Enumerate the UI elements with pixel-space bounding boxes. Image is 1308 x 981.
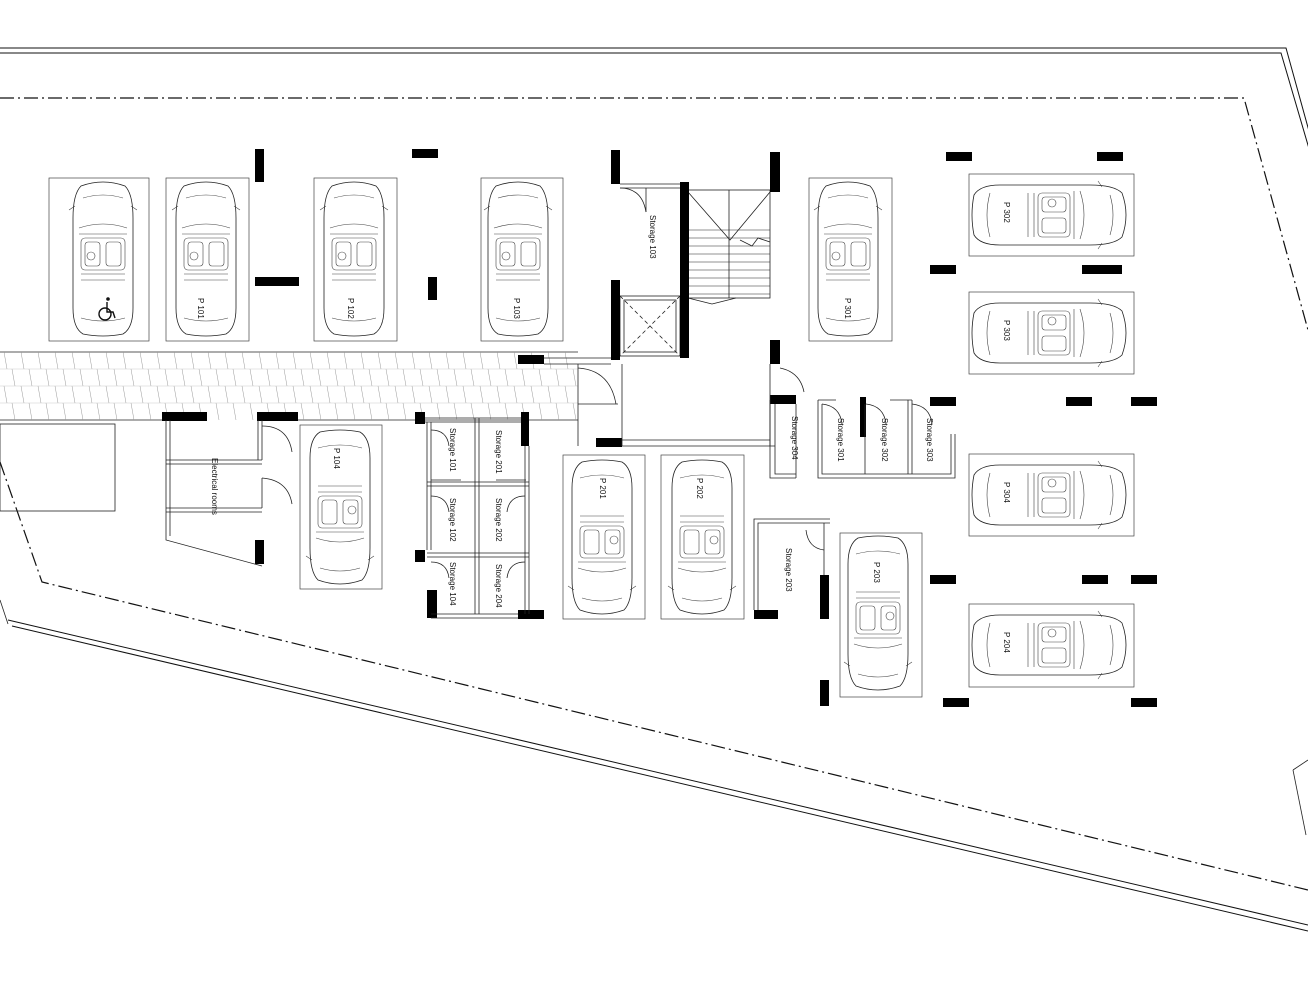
label-storage-203: Storage 203 — [784, 548, 793, 592]
label-p303: P 303 — [1002, 320, 1011, 341]
label-storage-202: Storage 202 — [494, 498, 503, 542]
label-storage-102: Storage 102 — [448, 498, 457, 542]
label-storage-104: Storage 104 — [448, 562, 457, 606]
label-storage-303: Storage 303 — [925, 418, 934, 462]
label-storage-301: Storage 301 — [836, 418, 845, 462]
label-p304: P 304 — [1002, 482, 1011, 503]
label-storage-201: Storage 201 — [494, 430, 503, 474]
label-p102: P 102 — [346, 298, 355, 319]
label-p104: P 104 — [332, 448, 341, 469]
label-storage-103: Storage 103 — [648, 215, 657, 259]
wheelchair-icon — [98, 297, 116, 321]
label-p202: P 202 — [695, 478, 704, 499]
space-labels: P 101 P 102 P 103 P 104 P 201 P 202 P 20… — [196, 202, 1011, 653]
walls — [162, 149, 1157, 707]
paved-driveway — [0, 351, 578, 512]
site-boundary — [0, 47, 1308, 932]
cars — [68, 180, 1127, 691]
label-storage-204: Storage 204 — [494, 564, 503, 608]
parking-bays — [48, 173, 1135, 698]
label-p301: P 301 — [843, 298, 852, 319]
label-storage-304: Storage 304 — [790, 416, 799, 460]
label-p201: P 201 — [598, 478, 607, 499]
stair-core — [687, 189, 771, 305]
label-storage-302: Storage 302 — [880, 418, 889, 462]
label-electrical-rooms: Electrical rooms — [210, 458, 219, 515]
lift-shaft — [619, 295, 681, 357]
label-p203: P 203 — [872, 562, 881, 583]
rooms — [165, 183, 956, 619]
label-p101: P 101 — [196, 298, 205, 319]
label-p204: P 204 — [1002, 632, 1011, 653]
label-p302: P 302 — [1002, 202, 1011, 223]
label-p103: P 103 — [512, 298, 521, 319]
label-storage-101: Storage 101 — [448, 428, 457, 472]
setback-line — [0, 97, 1308, 891]
